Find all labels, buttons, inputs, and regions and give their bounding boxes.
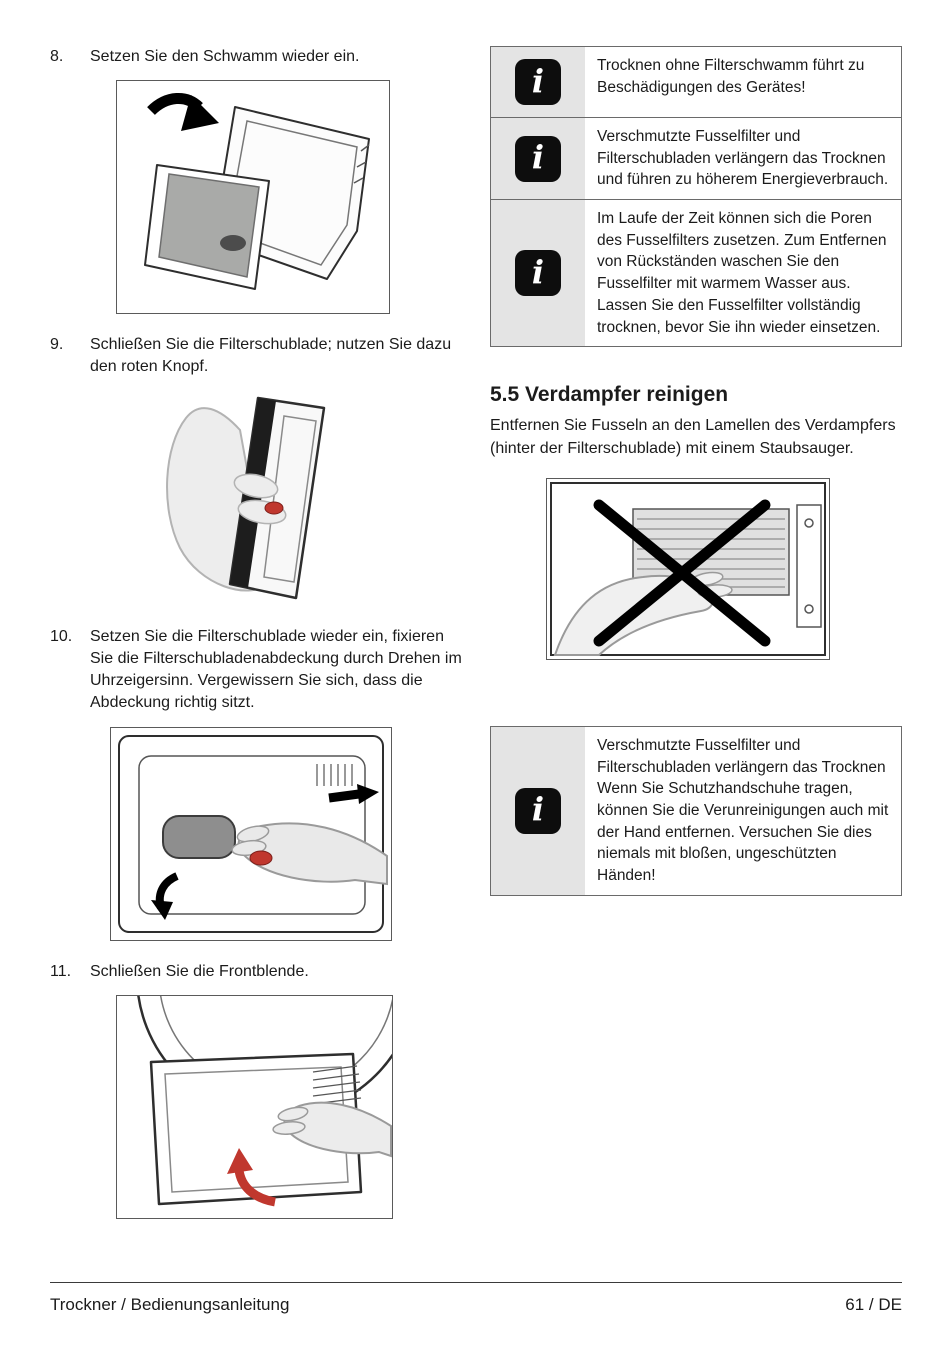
rotate-arrow-icon bbox=[328, 789, 360, 803]
vent-grid bbox=[316, 763, 353, 786]
step-number: 10. bbox=[50, 628, 73, 646]
insert-drawer-illustration bbox=[118, 734, 388, 933]
right-column: i Trocknen ohne Filterschwamm führt zu B… bbox=[490, 46, 902, 896]
step-item-11: 11. Schließen Sie die Frontblende. bbox=[50, 961, 464, 983]
close-front-illustration bbox=[137, 995, 392, 1207]
info-row: i Im Laufe der Zeit können sich die Pore… bbox=[491, 200, 901, 347]
info-icon: i bbox=[515, 59, 561, 105]
warning-box: i Verschmutzte Fusselfilter und Filtersc… bbox=[490, 725, 902, 896]
step-text: Setzen Sie den Schwamm wieder ein. bbox=[90, 48, 360, 65]
figure-step-9-close-drawer bbox=[116, 390, 388, 607]
front-panel bbox=[149, 1052, 363, 1205]
figure-step-10-insert-drawer bbox=[110, 726, 392, 941]
step-text: Setzen Sie die Filterschublade wieder ei… bbox=[90, 628, 462, 712]
filter-cover bbox=[162, 814, 236, 859]
info-row: i Verschmutzte Fusselfilter und Filtersc… bbox=[491, 118, 901, 201]
step-text: Schließen Sie die Filterschublade; nutze… bbox=[90, 336, 452, 376]
evaporator-warning-illustration bbox=[550, 481, 826, 656]
step-item-9: 9. Schließen Sie die Filterschublade; nu… bbox=[50, 334, 464, 378]
figure-evaporator-crossed bbox=[546, 477, 830, 660]
red-knob bbox=[249, 850, 273, 866]
warning-text: Verschmutzte Fusselfilter und Filterschu… bbox=[585, 726, 901, 895]
close-drawer-illustration bbox=[166, 396, 326, 600]
info-icon: i bbox=[515, 135, 561, 182]
info-text: Im Laufe der Zeit können sich die Poren … bbox=[585, 200, 901, 347]
info-row: i Trocknen ohne Filterschwamm führt zu B… bbox=[491, 47, 901, 118]
close-arrow-icon bbox=[234, 1168, 276, 1207]
left-column: 8. Setzen Sie den Schwamm wieder ein. bbox=[50, 46, 464, 1239]
footer-document-title: Trockner / Bedienungsanleitung bbox=[50, 1295, 290, 1314]
figure-step-8-sponge-insert bbox=[116, 80, 390, 315]
drawer-handle bbox=[220, 235, 246, 252]
info-icon: i bbox=[515, 787, 561, 834]
prohibition-x-icon bbox=[593, 499, 771, 647]
figure-step-11-close-front bbox=[116, 994, 393, 1219]
footer-page-number: 61 / DE bbox=[845, 1295, 902, 1314]
step-item-10: 10. Setzen Sie die Filterschublade wiede… bbox=[50, 626, 464, 714]
red-knob bbox=[264, 501, 284, 515]
step-text: Schließen Sie die Frontblende. bbox=[90, 962, 309, 980]
section-heading: 5.5 Verdampfer reinigen bbox=[490, 383, 729, 407]
step-number: 9. bbox=[50, 336, 64, 354]
info-text: Trocknen ohne Filterschwamm führt zu Bes… bbox=[585, 47, 901, 117]
info-text: Verschmutzte Fusselfilter und Filterschu… bbox=[585, 118, 901, 200]
info-table: i Trocknen ohne Filterschwamm führt zu B… bbox=[490, 46, 902, 348]
sponge bbox=[158, 173, 260, 278]
sponge-insert-illustration bbox=[144, 93, 370, 291]
step-item-8: 8. Setzen Sie den Schwamm wieder ein. bbox=[50, 46, 464, 68]
step-number: 8. bbox=[50, 48, 64, 65]
info-icon: i bbox=[515, 250, 561, 297]
section-body: Entfernen Sie Fusseln an den Lamellen de… bbox=[490, 417, 896, 457]
info-row: i Verschmutzte Fusselfilter und Filtersc… bbox=[491, 726, 901, 895]
footer: Trockner / Bedienungsanleitung 61 / DE bbox=[50, 1282, 902, 1315]
step-number: 11. bbox=[50, 962, 72, 980]
